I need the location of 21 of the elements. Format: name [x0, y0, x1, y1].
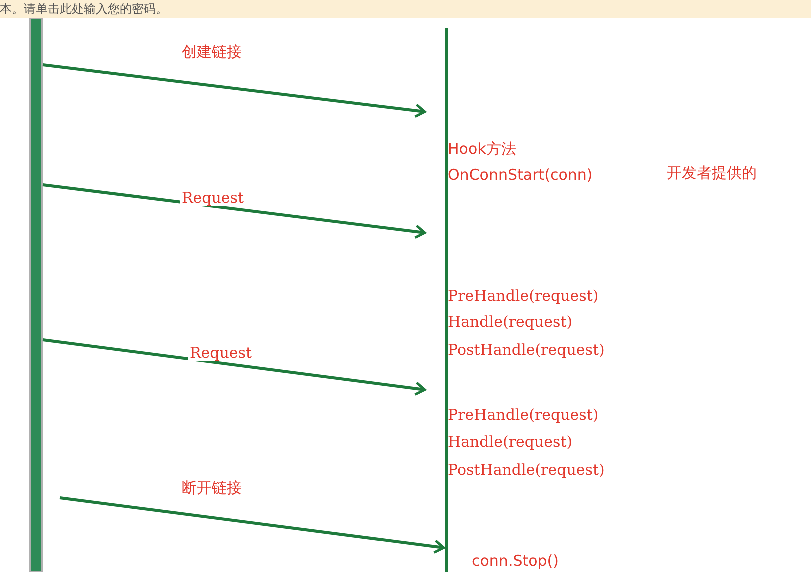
hook-label: Hook方法 — [448, 140, 516, 158]
arrow — [42, 338, 426, 396]
method-name: conn.Stop() — [472, 552, 560, 570]
method-name: PreHandle(request) — [448, 406, 599, 424]
method-name: Handle(request) — [448, 313, 573, 331]
edge-label: Request — [180, 190, 246, 206]
arrow — [60, 496, 446, 554]
method-name: PostHandle(request) — [448, 341, 605, 359]
method-name: OnConnStart(conn) — [448, 166, 593, 184]
edge-label: 创建链接 — [180, 44, 244, 60]
note-text: 开发者提供的 — [667, 164, 757, 182]
method-name: PostHandle(request) — [448, 461, 605, 479]
method-name: Handle(request) — [448, 433, 573, 451]
arrow — [42, 64, 426, 118]
method-name: PreHandle(request) — [448, 287, 599, 305]
lifeline-bar — [29, 17, 43, 572]
edge-label: Request — [188, 345, 254, 361]
arrow — [42, 184, 426, 240]
notification-text: 本。请单击此处输入您的密码。 — [0, 1, 168, 18]
lifeline-bar — [445, 28, 448, 572]
edge-label: 断开链接 — [180, 480, 244, 496]
